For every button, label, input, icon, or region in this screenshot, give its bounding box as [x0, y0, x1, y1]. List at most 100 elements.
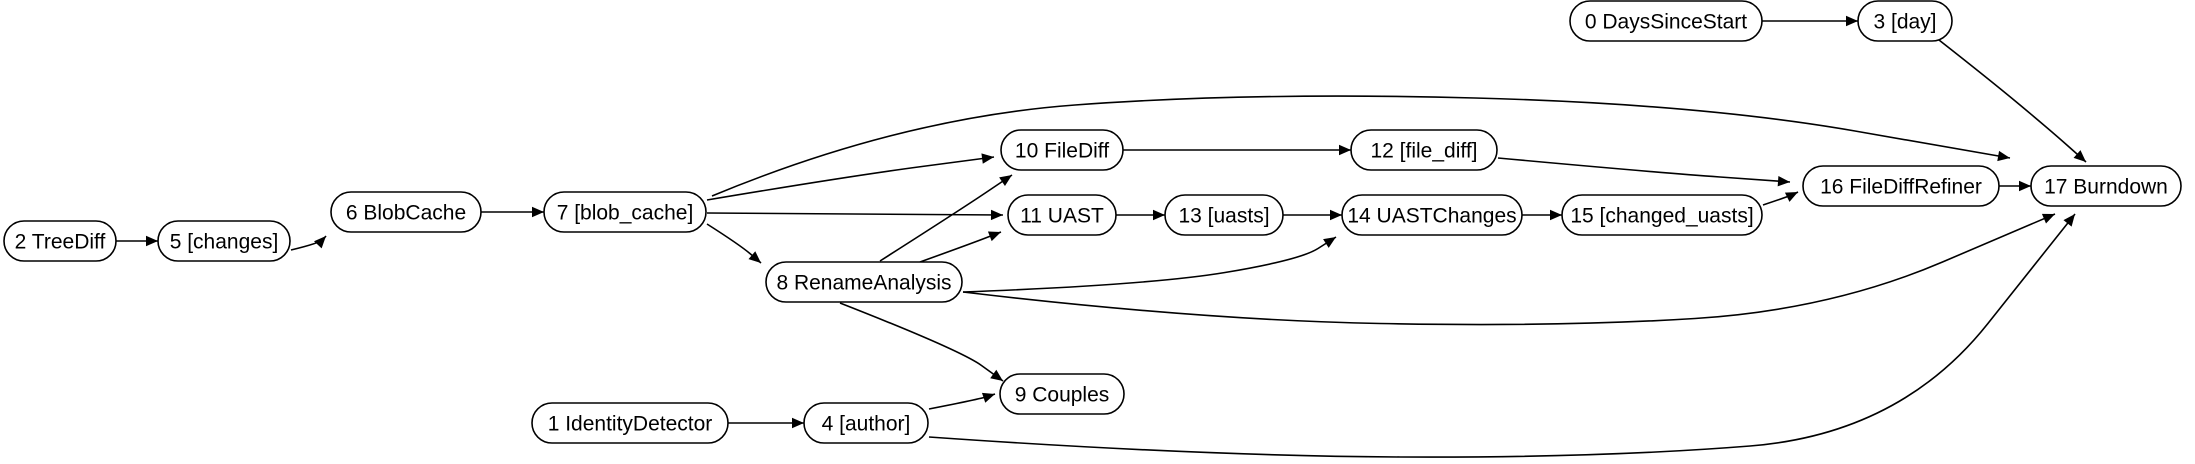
node-label: 16 FileDiffRefiner: [1820, 176, 1982, 199]
edge-12-file-diff-to-16-filediffrefiner: [1497, 157, 1791, 187]
node-shape[interactable]: [803, 402, 929, 444]
edge-line: [879, 174, 1013, 262]
node-shape[interactable]: [999, 373, 1125, 415]
edge-line: [1938, 39, 2087, 163]
node-label: 17 Burndown: [2044, 176, 2168, 199]
node-shape[interactable]: [1350, 129, 1498, 171]
arrowhead-icon: [999, 175, 1012, 187]
edge-10-filediff-to-12-file-diff: [1123, 144, 1351, 156]
node-label: 1 IdentityDetector: [548, 413, 713, 436]
node-label: 5 [changes]: [170, 231, 279, 254]
node-shape[interactable]: [765, 261, 963, 303]
edge-8-renameanalysis-to-9-couples: [839, 302, 1004, 382]
node-13-uasts[interactable]: 13 [uasts]: [1164, 194, 1284, 236]
arrowhead-icon: [2063, 214, 2075, 227]
node-10-filediff[interactable]: 10 FileDiff: [1000, 129, 1124, 171]
node-12-file-diff[interactable]: 12 [file_diff]: [1350, 129, 1498, 171]
arrowhead-icon: [1777, 175, 1790, 187]
edge-line: [706, 212, 1004, 216]
node-14-uastchanges[interactable]: 14 UASTChanges: [1341, 194, 1523, 236]
edge-4-author-to-17-burndown: [928, 213, 2076, 458]
edge-line: [962, 236, 1337, 293]
node-1-identitydetector[interactable]: 1 IdentityDetector: [531, 402, 729, 444]
edge-line: [706, 223, 762, 264]
node-label: 6 BlobCache: [346, 202, 466, 225]
node-label: 13 [uasts]: [1178, 205, 1269, 228]
node-shape[interactable]: [1802, 165, 2000, 207]
node-label: 0 DaysSinceStart: [1585, 11, 1747, 34]
arrowhead-icon: [990, 209, 1003, 221]
edge-5-changes-to-6-blobcache: [290, 235, 327, 251]
arrowhead-icon: [1323, 237, 1336, 248]
edge-2-treediff-to-5-changes: [116, 235, 158, 247]
arrowhead-icon: [1330, 209, 1342, 221]
node-shape[interactable]: [1569, 0, 1763, 42]
edge-line: [711, 95, 2011, 197]
node-15-changed-uasts[interactable]: 15 [changed_uasts]: [1561, 194, 1763, 236]
node-label: 12 [file_diff]: [1370, 140, 1477, 163]
node-3-day[interactable]: 3 [day]: [1857, 0, 1953, 42]
edge-0-dayssincestart-to-3-day: [1762, 15, 1858, 27]
node-shape[interactable]: [1857, 0, 1953, 42]
node-shape[interactable]: [2030, 165, 2182, 207]
edge-1-identitydetector-to-4-author: [728, 417, 804, 429]
edge-15-changed-uasts-to-16-filediffrefiner: [1762, 191, 1799, 206]
node-0-dayssincestart[interactable]: 0 DaysSinceStart: [1569, 0, 1763, 42]
node-label: 14 UASTChanges: [1347, 205, 1516, 228]
node-shape[interactable]: [1341, 194, 1523, 236]
node-shape[interactable]: [1561, 194, 1763, 236]
arrowhead-icon: [314, 236, 326, 249]
node-8-renameanalysis[interactable]: 8 RenameAnalysis: [765, 261, 963, 303]
arrowhead-icon: [2019, 180, 2031, 192]
edge-4-author-to-9-couples: [928, 392, 996, 410]
node-4-author[interactable]: 4 [author]: [803, 402, 929, 444]
node-16-filediffrefiner[interactable]: 16 FileDiffRefiner: [1802, 165, 2000, 207]
arrowhead-icon: [1846, 15, 1858, 27]
node-shape[interactable]: [531, 402, 729, 444]
edge-3-day-to-17-burndown: [1938, 39, 2087, 163]
node-shape[interactable]: [1000, 129, 1124, 171]
node-shape[interactable]: [543, 191, 707, 233]
arrowhead-icon: [532, 206, 544, 218]
node-shape[interactable]: [1007, 194, 1117, 236]
edge-7-blob-cache-to-8-renameanalysis: [706, 223, 762, 264]
arrowhead-icon: [1153, 209, 1165, 221]
node-label: 4 [author]: [822, 413, 911, 436]
node-shape[interactable]: [330, 191, 482, 233]
node-2-treediff[interactable]: 2 TreeDiff: [3, 220, 117, 262]
arrowhead-icon: [146, 235, 158, 247]
arrowhead-icon: [990, 369, 1003, 381]
node-shape[interactable]: [157, 220, 291, 262]
node-11-uast[interactable]: 11 UAST: [1007, 194, 1117, 236]
edge-line: [962, 213, 2056, 326]
node-7-blob-cache[interactable]: 7 [blob_cache]: [543, 191, 707, 233]
edge-line: [928, 213, 2076, 458]
node-shape[interactable]: [1164, 194, 1284, 236]
node-17-burndown[interactable]: 17 Burndown: [2030, 165, 2182, 207]
arrowhead-icon: [1339, 144, 1351, 156]
edge-8-renameanalysis-to-14-uastchanges: [962, 236, 1337, 293]
arrowhead-icon: [981, 392, 995, 403]
arrowhead-icon: [981, 153, 994, 164]
edge-line: [919, 231, 1002, 263]
edge-7-blob-cache-to-17-burndown: [711, 95, 2011, 197]
edge-line: [839, 302, 1004, 382]
arrowhead-icon: [987, 231, 1001, 242]
edge-16-filediffrefiner-to-17-burndown: [1999, 180, 2031, 192]
node-label: 7 [blob_cache]: [557, 202, 694, 225]
node-label: 15 [changed_uasts]: [1570, 205, 1753, 228]
node-label: 9 Couples: [1015, 384, 1110, 407]
node-6-blobcache[interactable]: 6 BlobCache: [330, 191, 482, 233]
node-label: 8 RenameAnalysis: [776, 272, 951, 295]
node-label: 11 UAST: [1020, 205, 1104, 228]
arrowhead-icon: [2041, 213, 2055, 224]
edge-8-renameanalysis-to-17-burndown: [962, 213, 2056, 326]
node-9-couples[interactable]: 9 Couples: [999, 373, 1125, 415]
node-label: 3 [day]: [1873, 11, 1936, 34]
edge-8-renameanalysis-to-10-filediff: [879, 174, 1013, 262]
arrowhead-icon: [1550, 209, 1562, 221]
node-shape[interactable]: [3, 220, 117, 262]
arrowhead-icon: [2073, 150, 2086, 162]
node-5-changes[interactable]: 5 [changes]: [157, 220, 291, 262]
